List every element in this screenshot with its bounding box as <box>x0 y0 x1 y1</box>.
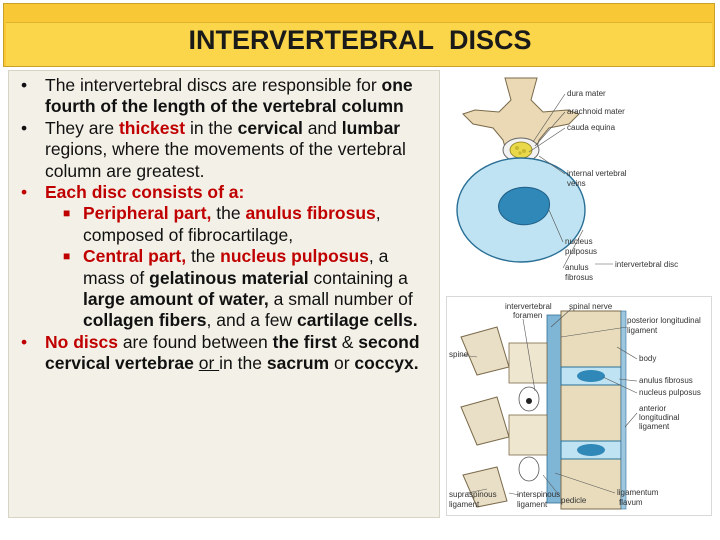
square-bullet-icon: ■ <box>63 249 71 264</box>
label-anulus-1: anulus <box>565 263 589 272</box>
bullet-2: • They are thickest in the cervical and … <box>21 117 406 181</box>
disc-cross-section-figure: dura mater arachnoid mater cauda equina … <box>445 70 713 288</box>
label-pedicle: pedicle <box>561 496 587 505</box>
label-spinal-nerve: spinal nerve <box>569 302 613 311</box>
label-posterior-longitudinal-2: ligament <box>627 326 658 335</box>
sub-bullet-1: ■ Peripheral part, the anulus fibrosus, … <box>63 203 381 245</box>
label-anterior-2: longitudinal <box>639 413 680 422</box>
sub-bullet-2: ■ Central part, the nucleus pulposus, a … <box>63 246 418 331</box>
bullet-4: • No discs are found between the first &… <box>21 331 420 374</box>
label-intervertebral-1: intervertebral <box>505 302 552 311</box>
slide-title: INTERVERTEBRAL DISCS <box>188 25 532 55</box>
text-panel: • The intervertebral discs are responsib… <box>8 70 440 518</box>
label-posterior-longitudinal-1: posterior longitudinal <box>627 316 701 325</box>
label-body: body <box>639 354 656 363</box>
bullet-dot: • <box>21 117 28 138</box>
title-bar <box>3 3 715 67</box>
label-intervertebral-2: foramen <box>513 311 542 320</box>
bullet-dot: • <box>21 331 28 352</box>
disc-cross-section-illustration: dura mater arachnoid mater cauda equina … <box>456 77 678 282</box>
label-interspinous-2: ligament <box>517 500 548 509</box>
bullet-dot: • <box>21 75 28 95</box>
label-anterior-1: anterior <box>639 404 666 413</box>
bullet-1: • The intervertebral discs are responsib… <box>21 75 413 117</box>
sagittal-section-illustration: intervertebral foramen spinal nerve post… <box>449 302 701 510</box>
label-arachnoid-mater: arachnoid mater <box>567 107 625 116</box>
label-ligamentum-2: flavum <box>619 498 643 507</box>
label-nucleus-2: pulposus <box>565 247 597 256</box>
label-anulus-fibrosus: anulus fibrosus <box>639 376 693 385</box>
label-supraspinous-1: supraspinous <box>449 490 497 499</box>
label-ligamentum-1: ligamentum <box>617 488 659 497</box>
square-bullet-icon: ■ <box>63 206 71 221</box>
vertebral-column-sagittal-figure: intervertebral foramen spinal nerve post… <box>446 296 712 516</box>
bullet-dot: • <box>21 182 28 203</box>
label-anulus-2: fibrosus <box>565 273 593 282</box>
label-nucleus-pulposus: nucleus pulposus <box>639 388 701 397</box>
label-nucleus-1: nucleus <box>565 237 593 246</box>
title-bar-inner <box>6 22 712 66</box>
label-internal-vertebral-2: veins <box>567 179 586 188</box>
label-anterior-3: ligament <box>639 422 670 431</box>
label-interspinous-1: interspinous <box>517 490 560 499</box>
label-cauda-equina: cauda equina <box>567 123 616 132</box>
label-supraspinous-2: ligament <box>449 500 480 509</box>
label-intervertebral-disc: intervertebral disc <box>615 260 678 269</box>
label-internal-vertebral-1: internal vertebral <box>567 169 627 178</box>
label-spine: spine <box>449 350 469 359</box>
label-dura-mater: dura mater <box>567 89 606 98</box>
bullet-3: • Each disc consists of a: <box>21 182 245 203</box>
